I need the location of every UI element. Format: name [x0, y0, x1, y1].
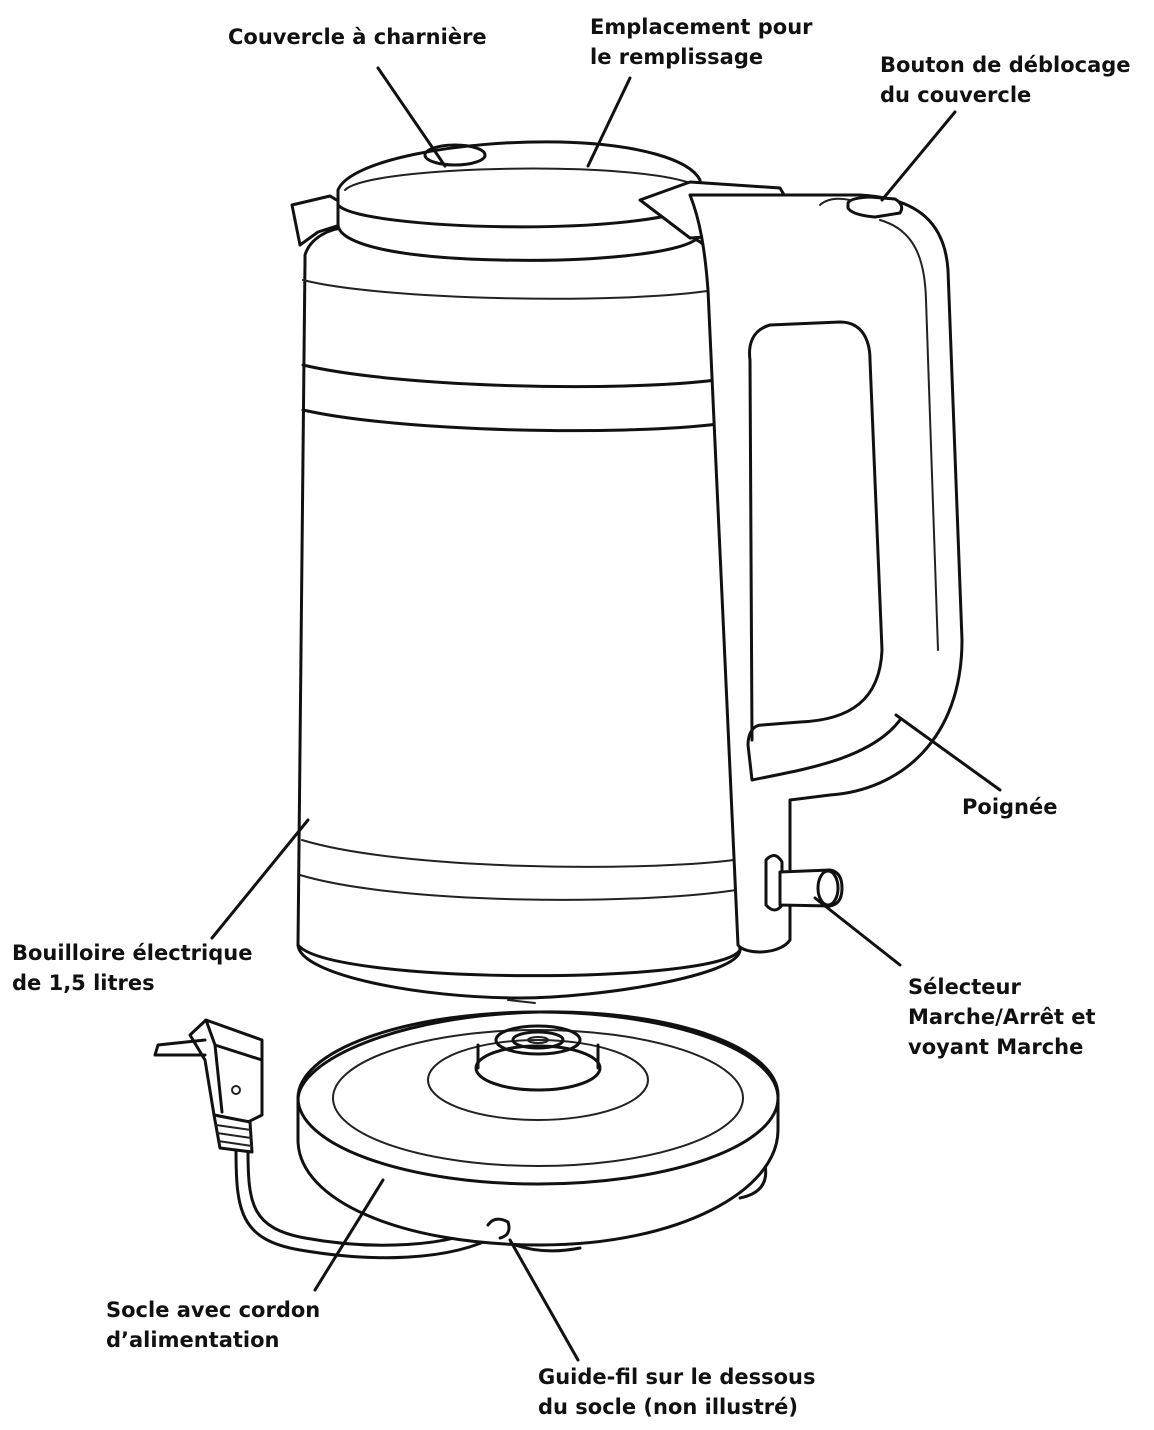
leader-lid-release [880, 110, 957, 202]
leader-lid [376, 66, 447, 168]
leader-kettle-body [210, 818, 310, 940]
leader-lines [210, 66, 1002, 1362]
leader-handle [894, 713, 1002, 792]
label-base: Socle avec cordon d’alimentation [106, 1298, 321, 1352]
power-plug-drawing [153, 1018, 264, 1154]
kettle-handle-drawing [688, 193, 964, 954]
label-kettle-body: Bouilloire électrique de 1,5 litres [12, 941, 253, 995]
label-fill-area: Emplacement pour le remplissage [590, 15, 813, 69]
leader-cord-wrap [508, 1238, 580, 1362]
kettle-body-drawing [290, 194, 742, 1004]
label-lid-release: Bouton de déblocage du couvercle [880, 53, 1131, 107]
leader-base [313, 1178, 385, 1292]
leader-switch [813, 896, 902, 967]
label-handle: Poignée [962, 795, 1058, 819]
label-switch: Sélecteur Marche/Arrêt et voyant Marche [908, 975, 1096, 1059]
label-cord-wrap: Guide-fil sur le dessous du socle (non i… [538, 1365, 816, 1419]
leader-fill-area [586, 76, 632, 168]
label-lid: Couvercle à charnière [228, 25, 487, 49]
kettle-base-drawing [234, 1010, 780, 1260]
